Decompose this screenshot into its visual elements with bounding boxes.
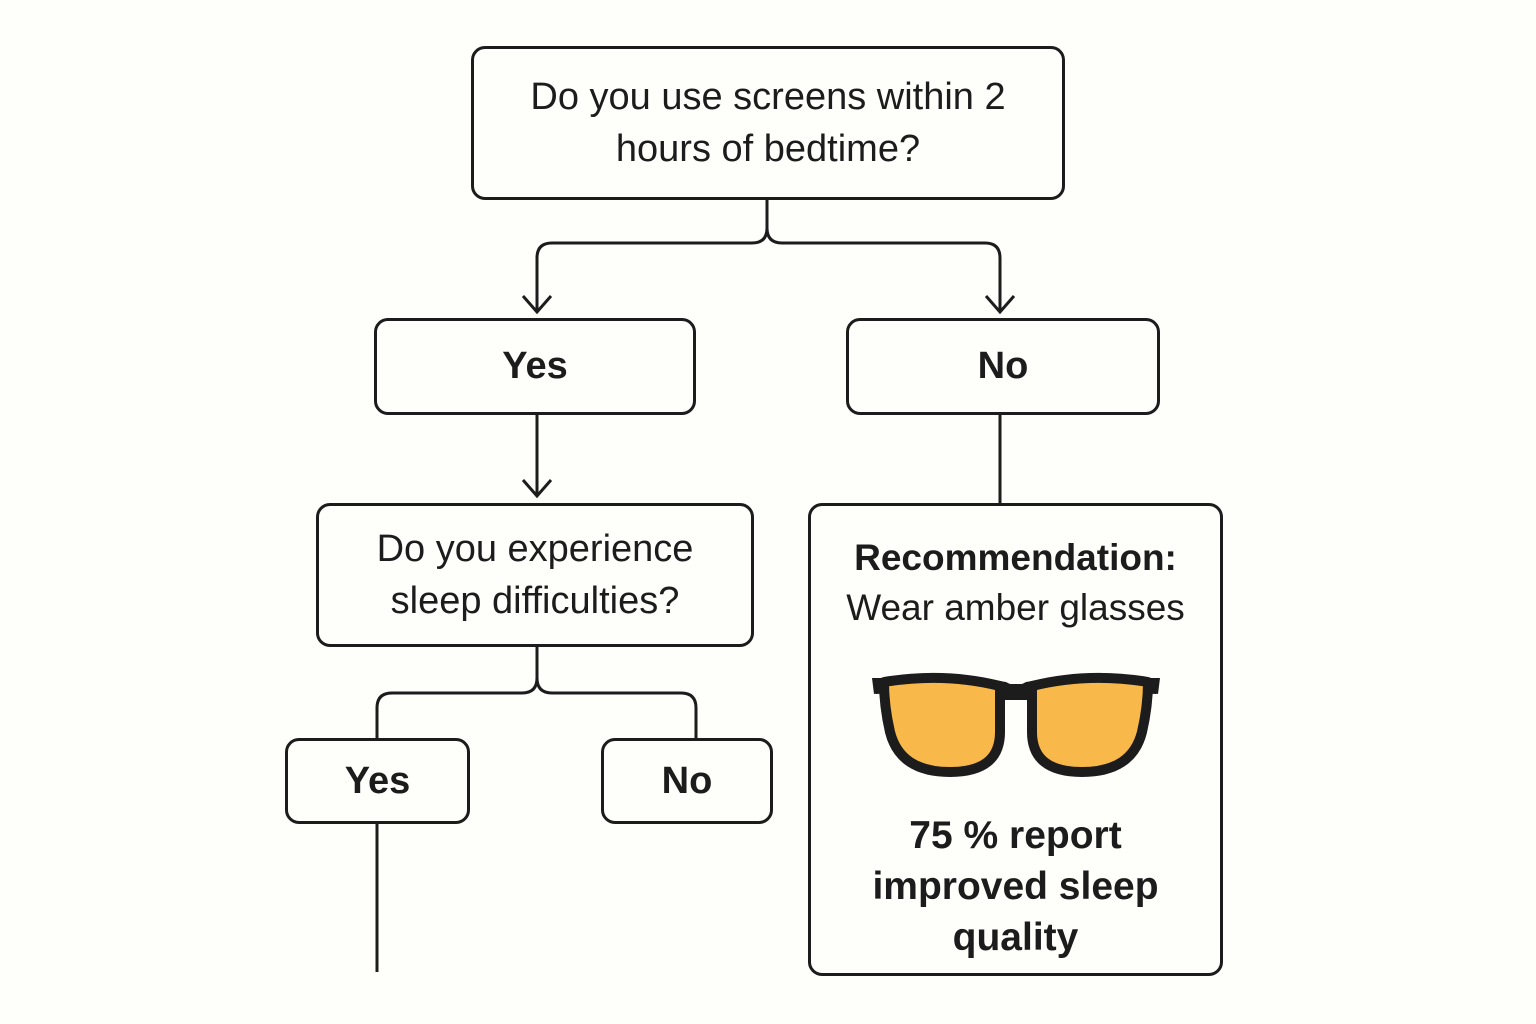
arrowhead-q2 bbox=[521, 479, 553, 499]
recommendation-stat: 75 % report improved sleep quality bbox=[872, 814, 1159, 959]
recommendation-heading: Recommendation: bbox=[854, 537, 1177, 578]
question-sleep-text: Do you experience sleep difficulties? bbox=[376, 528, 694, 622]
answer-screens-yes: Yes bbox=[374, 318, 696, 415]
recommendation-card: Recommendation: Wear amber glasses 75 % … bbox=[808, 503, 1223, 976]
answer-screens-no: No bbox=[846, 318, 1160, 415]
question-sleep-difficulties: Do you experience sleep difficulties? bbox=[316, 503, 754, 647]
answer-screens-no-label: No bbox=[977, 345, 1029, 387]
connector-q1-split bbox=[535, 200, 1002, 312]
arrowhead-q1-yes bbox=[521, 295, 553, 315]
question-screens-text: Do you use screens within 2 hours of bed… bbox=[530, 76, 1006, 170]
connector-q2-split bbox=[375, 647, 698, 738]
answer-sleep-no-label: No bbox=[661, 759, 713, 802]
arrowhead-q1-no bbox=[984, 295, 1016, 315]
amber-glasses-icon bbox=[871, 672, 1160, 777]
answer-screens-yes-label: Yes bbox=[502, 345, 568, 387]
recommendation-text: Wear amber glasses bbox=[846, 587, 1185, 628]
answer-sleep-yes-label: Yes bbox=[344, 759, 411, 802]
answer-sleep-yes: Yes bbox=[285, 738, 470, 824]
answer-sleep-no: No bbox=[601, 738, 773, 824]
question-screens-before-bed: Do you use screens within 2 hours of bed… bbox=[471, 46, 1065, 200]
